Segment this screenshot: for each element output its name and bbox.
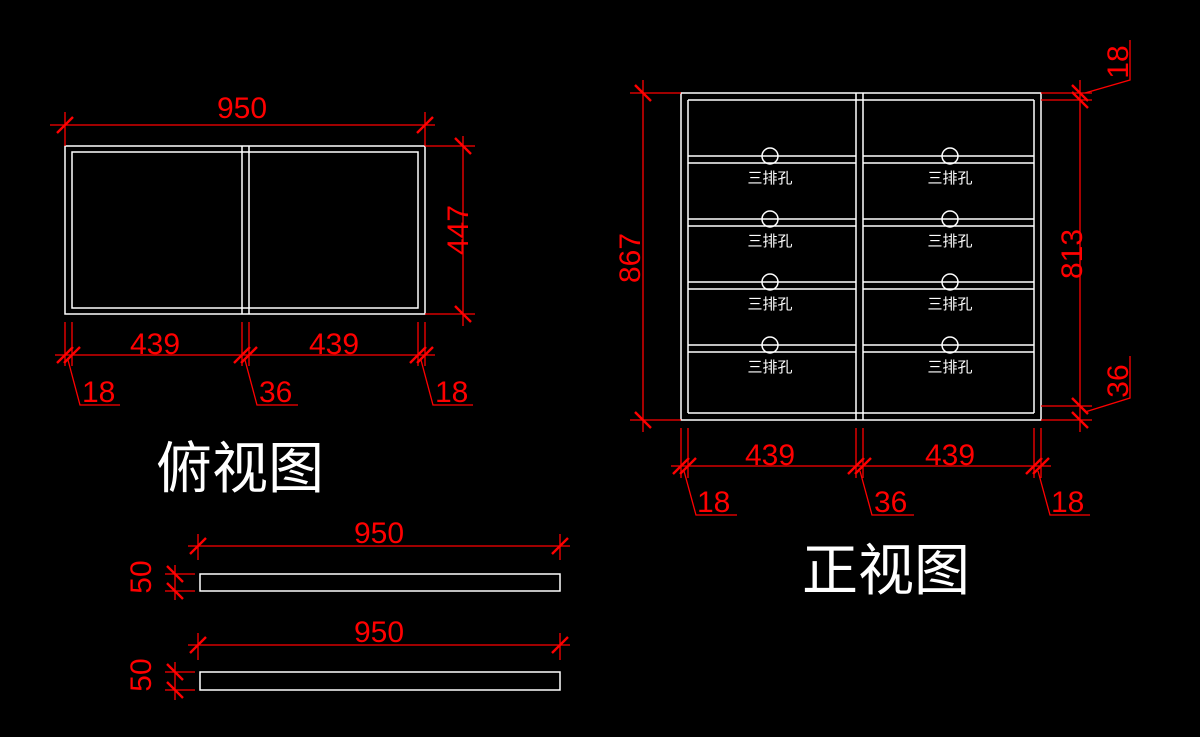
strip-2-length-label: 950 <box>354 616 404 649</box>
strip-1-thickness-label: 50 <box>125 560 158 593</box>
front-side-left-label: 18 <box>697 486 730 519</box>
front-overall-height-dimension: 867 <box>614 80 681 432</box>
top-view-outline <box>64 145 426 315</box>
front-drawer-rows: 三排孔三排孔三排孔三排孔三排孔三排孔三排孔三排孔 <box>688 147 1034 376</box>
top-center-panel-label: 36 <box>259 376 292 409</box>
top-bay-dimensions: 439 439 18 36 18 <box>55 322 473 409</box>
front-view: 三排孔三排孔三排孔三排孔三排孔三排孔三排孔三排孔 867 813 18 3 <box>614 40 1135 604</box>
front-top-panel-label: 18 <box>1102 45 1135 78</box>
front-inner-height-dimension: 813 18 36 <box>1041 40 1135 432</box>
strip-1-length-label: 950 <box>354 517 404 550</box>
top-bay-left-label: 439 <box>130 328 180 361</box>
top-width-dimension: 950 <box>50 92 435 146</box>
top-side-right-label: 18 <box>435 376 468 409</box>
top-bay-right-label: 439 <box>309 328 359 361</box>
front-side-right-label: 18 <box>1051 486 1084 519</box>
top-view: 950 447 439 439 <box>50 92 475 502</box>
hole-label-left-4: 三排孔 <box>747 358 792 376</box>
strip-2-thickness-label: 50 <box>125 658 158 691</box>
hole-circle-right-1 <box>941 147 959 165</box>
hole-circle-right-4 <box>941 336 959 354</box>
top-depth-dimension: 447 <box>425 136 475 326</box>
hole-circle-left-4 <box>761 336 779 354</box>
front-bay-right-label: 439 <box>925 439 975 472</box>
hole-label-right-2: 三排孔 <box>927 232 972 250</box>
front-view-title: 正视图 <box>802 539 970 604</box>
front-center-panel-label: 36 <box>874 486 907 519</box>
strip-1: 950 50 <box>125 517 570 600</box>
hole-circle-left-2 <box>761 210 779 228</box>
strip-2: 950 50 <box>125 616 570 700</box>
front-overall-height-label: 867 <box>614 233 647 283</box>
hole-circle-right-3 <box>941 273 959 291</box>
hole-label-right-4: 三排孔 <box>927 358 972 376</box>
top-view-title: 俯视图 <box>156 437 324 502</box>
top-width-label: 950 <box>217 92 267 125</box>
hole-circle-left-1 <box>761 147 779 165</box>
front-bay-left-label: 439 <box>745 439 795 472</box>
hole-label-left-3: 三排孔 <box>747 295 792 313</box>
hole-label-right-3: 三排孔 <box>927 295 972 313</box>
front-bay-dimensions: 439 439 18 36 18 <box>671 428 1090 519</box>
hole-label-left-2: 三排孔 <box>747 232 792 250</box>
hole-circle-left-3 <box>761 273 779 291</box>
top-depth-label: 447 <box>442 205 475 255</box>
hole-label-left-1: 三排孔 <box>747 169 792 187</box>
hole-circle-right-2 <box>941 210 959 228</box>
hole-label-right-1: 三排孔 <box>927 169 972 187</box>
top-side-left-label: 18 <box>82 376 115 409</box>
front-view-outline <box>680 92 1042 421</box>
front-inner-height-label: 813 <box>1056 229 1089 279</box>
front-base-panel-label: 36 <box>1102 364 1135 397</box>
